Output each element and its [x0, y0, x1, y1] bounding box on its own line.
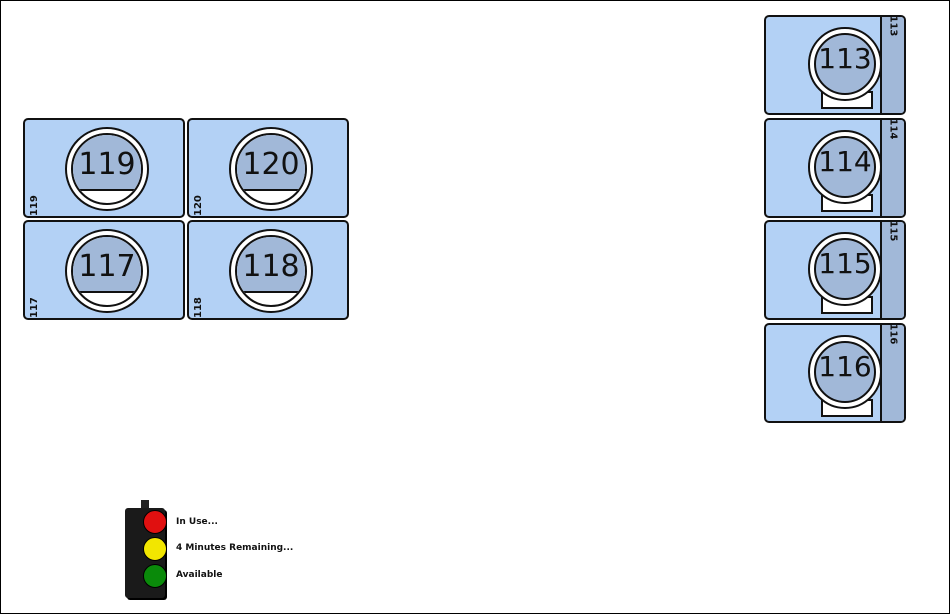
traffic-light-cap: [141, 500, 149, 510]
station-number: 119: [78, 147, 136, 182]
legend-in-use: In Use...: [176, 517, 218, 527]
station-113[interactable]: 113 113: [764, 15, 906, 115]
station-strip-label: 116: [887, 323, 899, 345]
station-118[interactable]: 118 118: [187, 220, 349, 320]
monitor-icon: 117: [65, 229, 149, 313]
station-strip: [880, 325, 904, 421]
station-strip-label: 113: [887, 15, 899, 37]
station-side-label: 118: [193, 297, 204, 318]
monitor-icon: 114: [808, 130, 882, 204]
status-legend: In Use... 4 Minutes Remaining... Availab…: [121, 498, 321, 598]
station-number: 114: [818, 145, 872, 178]
station-number: 117: [78, 249, 136, 284]
station-115[interactable]: 115 115: [764, 220, 906, 320]
monitor-icon: 120: [229, 127, 313, 211]
station-side-label: 120: [193, 195, 204, 216]
station-119[interactable]: 119 119: [23, 118, 185, 218]
green-light-icon: [143, 564, 167, 588]
station-number: 120: [242, 147, 300, 182]
monitor-icon: 113: [808, 27, 882, 101]
station-117[interactable]: 117 117: [23, 220, 185, 320]
station-side-label: 119: [29, 195, 40, 216]
station-116[interactable]: 116 116: [764, 323, 906, 423]
station-number: 116: [818, 350, 872, 383]
station-strip-label: 114: [887, 118, 899, 140]
yellow-light-icon: [143, 537, 167, 561]
station-strip-label: 115: [887, 220, 899, 242]
station-number: 115: [818, 247, 872, 280]
legend-minutes-remaining: 4 Minutes Remaining...: [176, 543, 294, 553]
station-number: 113: [818, 42, 872, 75]
station-114[interactable]: 114 114: [764, 118, 906, 218]
legend-available: Available: [176, 570, 223, 580]
station-side-label: 117: [29, 297, 40, 318]
red-light-icon: [143, 510, 167, 534]
station-number: 118: [242, 249, 300, 284]
monitor-icon: 118: [229, 229, 313, 313]
monitor-icon: 119: [65, 127, 149, 211]
monitor-icon: 115: [808, 232, 882, 306]
station-120[interactable]: 120 120: [187, 118, 349, 218]
monitor-icon: 116: [808, 335, 882, 409]
station-strip: [880, 222, 904, 318]
